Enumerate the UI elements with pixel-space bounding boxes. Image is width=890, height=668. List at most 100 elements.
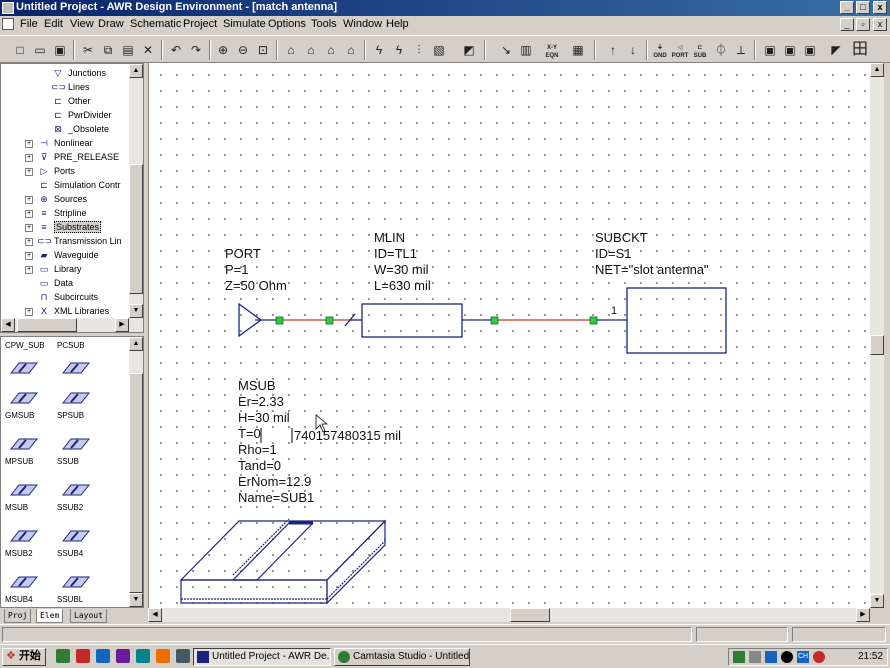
tab-elem[interactable]: Elem	[36, 609, 64, 623]
elem-scroll-up-arrow-icon[interactable]: ▲	[129, 337, 143, 351]
expand-icon[interactable]: +	[25, 223, 33, 232]
add-layout-icon[interactable]: ⌂	[347, 43, 355, 57]
node[interactable]	[275, 316, 284, 325]
elem-vscroll[interactable]: ▲ ▼	[129, 337, 143, 607]
menu-tools[interactable]: Tools	[311, 18, 337, 30]
add-schematic-icon[interactable]: ⌂	[287, 43, 295, 57]
msub-graphic[interactable]	[179, 518, 387, 605]
substrate-element-icon[interactable]	[9, 481, 39, 499]
optimize-icon[interactable]: ▧	[433, 43, 445, 57]
copy-icon[interactable]: ⧉	[103, 43, 113, 57]
expand-icon[interactable]: +	[25, 153, 33, 162]
tree-item[interactable]: +⊽PRE_RELEASE	[25, 151, 119, 164]
tree-item[interactable]: ⊓Subcircuits	[25, 291, 98, 304]
expand-icon[interactable]: +	[25, 195, 33, 204]
node[interactable]	[325, 316, 334, 325]
close-button[interactable]: x	[873, 1, 887, 14]
tree-item[interactable]: +⊕Sources	[25, 193, 87, 206]
scroll-right-arrow-icon[interactable]: ▶	[115, 318, 129, 332]
tree-item[interactable]: ⊏Other	[51, 95, 90, 108]
canvas-scroll-down-arrow-icon[interactable]: ▼	[870, 594, 884, 608]
menu-view[interactable]: View	[70, 18, 94, 30]
save-icon[interactable]: ▣	[54, 43, 66, 57]
tree-item[interactable]: +⊣Nonlinear	[25, 137, 93, 150]
port-symbol[interactable]	[238, 302, 263, 338]
tree-item[interactable]: ▭Data	[25, 277, 73, 290]
tree-item[interactable]: +≡Substrates	[25, 221, 102, 234]
tree-item[interactable]: +▭Library	[25, 263, 82, 276]
tree-vscroll[interactable]: ▲ ▼	[129, 64, 143, 318]
start-button[interactable]: ❖ 开始	[2, 648, 46, 666]
tree-item[interactable]: ⊏Simulation Contr	[25, 179, 120, 192]
canvas-hscroll-thumb[interactable]	[510, 608, 550, 622]
port-button[interactable]: ◁PORT	[671, 45, 689, 59]
window-tile-icon[interactable]: ▣	[764, 43, 776, 57]
analyze-icon[interactable]: ϟ	[375, 43, 383, 57]
doc-minimize-button[interactable]: _	[840, 18, 854, 31]
menu-edit[interactable]: Edit	[44, 18, 63, 30]
substrate-element-icon[interactable]	[9, 389, 39, 407]
ground-button[interactable]: ⏚GND	[653, 45, 667, 59]
add-subcircuit-icon[interactable]: ⌂	[307, 43, 315, 57]
open-folder-icon[interactable]: ▭	[34, 43, 46, 57]
quicklaunch-media-icon[interactable]	[76, 649, 90, 663]
substrate-element-icon[interactable]	[61, 573, 91, 591]
canvas-hscroll[interactable]: ◀ ▶	[148, 608, 870, 622]
undo-icon[interactable]: ↶	[170, 43, 182, 57]
menu-options[interactable]: Options	[268, 18, 306, 30]
mlin-component[interactable]	[361, 303, 463, 338]
canvas-vscroll[interactable]: ▲ ▼	[870, 63, 884, 608]
tray-antivirus-icon[interactable]	[813, 651, 825, 663]
redo-icon[interactable]: ↷	[190, 43, 202, 57]
zoom-in-icon[interactable]: ⊕	[217, 43, 229, 57]
tab-proj[interactable]: Proj	[4, 609, 32, 623]
tree-item[interactable]: ▽Junctions	[51, 67, 107, 80]
move-down-icon[interactable]: ↓	[630, 43, 636, 57]
expand-icon[interactable]: +	[25, 307, 33, 316]
zoom-fit-icon[interactable]: ⊡	[257, 43, 269, 57]
add-netlist-icon[interactable]: ⌂	[327, 43, 335, 57]
doc-close-button[interactable]: x	[873, 18, 887, 31]
tree-hscroll-thumb[interactable]	[17, 318, 77, 332]
menu-file[interactable]: File	[20, 18, 38, 30]
menu-help[interactable]: Help	[386, 18, 409, 30]
canvas-scroll-up-arrow-icon[interactable]: ▲	[870, 63, 884, 77]
tray-volume-icon[interactable]	[749, 651, 761, 663]
quicklaunch-ie-icon[interactable]	[56, 649, 70, 663]
app-icon[interactable]	[2, 2, 14, 14]
node[interactable]	[589, 316, 598, 325]
delete-icon[interactable]: ✕	[142, 43, 154, 57]
expand-icon[interactable]: +	[25, 237, 33, 246]
canvas-vscroll-thumb[interactable]	[870, 335, 884, 355]
graph-icon[interactable]: ◩	[463, 43, 475, 57]
tune-knob-icon[interactable]: ⫶	[417, 43, 421, 57]
canvas-scroll-right-arrow-icon[interactable]: ▶	[856, 608, 870, 622]
window-list-icon[interactable]: ▣	[804, 43, 816, 57]
substrate-element-icon[interactable]	[61, 481, 91, 499]
quicklaunch-app2-icon[interactable]	[136, 649, 150, 663]
minimize-button[interactable]: _	[840, 1, 854, 14]
expand-icon[interactable]: +	[25, 251, 33, 260]
task-awr[interactable]: Untitled Project - AWR De...	[193, 648, 331, 666]
cut-icon[interactable]: ✂	[82, 43, 94, 57]
document-icon[interactable]	[2, 18, 14, 30]
paste-icon[interactable]: ▤	[122, 43, 134, 57]
menu-draw[interactable]: Draw	[98, 18, 124, 30]
substrate-element-icon[interactable]	[9, 359, 39, 377]
substrate-element-icon[interactable]	[9, 573, 39, 591]
quicklaunch-app-icon[interactable]	[116, 649, 130, 663]
tree-item[interactable]: +≡Stripline	[25, 207, 87, 220]
new-icon[interactable]: □	[16, 43, 24, 57]
node[interactable]	[490, 316, 499, 325]
elem-vscroll-thumb[interactable]	[129, 373, 143, 593]
doc-restore-button[interactable]: ▫	[856, 18, 870, 31]
substrate-element-icon[interactable]	[9, 435, 39, 453]
elem-scroll-down-arrow-icon[interactable]: ▼	[129, 593, 143, 607]
tree-item[interactable]: +⊂⊃Transmission Lin	[25, 235, 122, 248]
sub-button[interactable]: ⊏SUB	[693, 45, 707, 59]
